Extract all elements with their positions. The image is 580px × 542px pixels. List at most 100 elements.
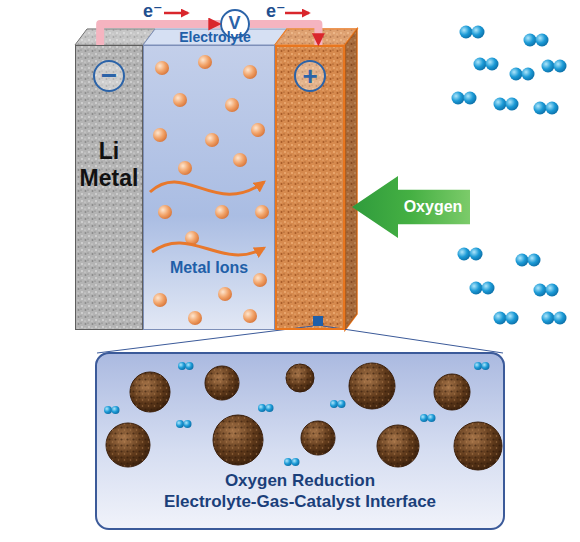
metal-ion xyxy=(251,123,265,137)
electron-label: e⁻ xyxy=(143,1,163,21)
oxygen-molecule xyxy=(494,98,519,111)
catalyst-texture xyxy=(377,425,419,467)
text-word: Oxygen xyxy=(225,471,287,490)
oxygen-molecule xyxy=(542,312,567,325)
catalyst-particle xyxy=(349,363,395,409)
metal-ion xyxy=(178,161,192,175)
oxygen-molecule xyxy=(330,400,346,408)
catalyst-texture xyxy=(286,364,314,392)
oxygen-molecule xyxy=(494,312,519,325)
metal-ion xyxy=(173,93,187,107)
oxygen-molecule xyxy=(524,34,549,47)
text-word: + xyxy=(302,61,317,91)
electrolyte-label: Electrolyte xyxy=(150,30,280,45)
oxygen-arrow: Oxygen xyxy=(352,176,470,238)
metal-ion xyxy=(188,311,202,325)
oxygen-molecule xyxy=(284,458,300,466)
electron-label: e⁻ xyxy=(266,1,286,21)
text-word: Reduction xyxy=(292,471,375,490)
oxygen-molecule xyxy=(420,414,436,422)
cathode-top xyxy=(275,29,357,45)
zoom-leader-line xyxy=(97,326,313,353)
interface-caption: Oxygen Reduction Electrolyte-Gas-Catalys… xyxy=(130,470,470,512)
catalyst-texture xyxy=(213,415,263,465)
catalyst-texture xyxy=(301,421,335,455)
text-word: Electrolyte xyxy=(179,29,251,45)
interface-zoom-box: Oxygen Reduction Electrolyte-Gas-Catalys… xyxy=(95,352,505,530)
cathode-side-shade xyxy=(345,29,357,330)
text-word: Interface xyxy=(365,492,436,511)
metal-ion xyxy=(255,205,269,219)
metal-ion xyxy=(155,61,169,75)
anode-top-shade xyxy=(75,29,155,45)
electrode-label: Li Metal xyxy=(76,138,142,192)
text-word: Electrolyte-Gas-Catalyst xyxy=(164,492,361,511)
electron-arrow xyxy=(164,12,188,15)
zoom-marker xyxy=(313,316,323,326)
text-word: Metal xyxy=(170,259,211,276)
positive-terminal: + xyxy=(294,60,326,92)
oxygen-molecule xyxy=(452,92,477,105)
catalyst-texture xyxy=(205,366,239,400)
electron-wire xyxy=(100,24,220,45)
oxygen-molecule xyxy=(534,284,559,297)
metal-ion xyxy=(225,98,239,112)
metal-ion xyxy=(158,205,172,219)
oxygen-molecule xyxy=(458,248,483,261)
text-word: Ions xyxy=(215,259,248,276)
oxygen-molecule xyxy=(542,60,567,73)
cathode-face xyxy=(275,45,345,330)
oxygen-molecule xyxy=(516,254,541,267)
oxygen-molecule xyxy=(474,58,499,71)
oxygen-molecule xyxy=(178,362,194,370)
text-word: − xyxy=(101,60,117,91)
oxygen-molecule xyxy=(470,282,495,295)
catalyst-particle xyxy=(213,415,263,465)
catalyst-particle xyxy=(434,374,470,410)
catalyst-particle xyxy=(286,364,314,392)
electrolyte-block: ElectrolyteMetal Ions xyxy=(143,45,275,330)
catalyst-particle xyxy=(205,366,239,400)
metal-ion xyxy=(215,205,229,219)
catalyst-particle xyxy=(301,421,335,455)
anode-face xyxy=(75,45,143,330)
metal-ion xyxy=(153,128,167,142)
oxygen-molecule xyxy=(176,420,192,428)
catalyst-texture xyxy=(454,422,502,470)
arrow-shape xyxy=(352,176,470,238)
metal-ion xyxy=(205,133,219,147)
oxygen-molecule xyxy=(474,362,490,370)
catalyst-texture xyxy=(130,372,170,412)
catalyst-particle xyxy=(454,422,502,470)
metal-ion xyxy=(253,273,267,287)
oxygen-molecule xyxy=(510,68,535,81)
ion-label: Metal Ions xyxy=(144,258,274,278)
ion-flow-arrow xyxy=(150,182,264,194)
catalyst-particle xyxy=(130,372,170,412)
catalyst-particle xyxy=(377,425,419,467)
metal-ion xyxy=(243,309,257,323)
oxygen-molecule xyxy=(104,406,120,414)
negative-terminal: − xyxy=(93,60,125,92)
metal-ion xyxy=(243,65,257,79)
text-word: Metal xyxy=(80,165,139,191)
metal-ion xyxy=(218,287,232,301)
oxygen-label: Oxygen xyxy=(396,190,470,224)
oxygen-molecule xyxy=(258,404,274,412)
metal-ion xyxy=(153,293,167,307)
electron-arrow xyxy=(285,12,309,15)
catalyst-texture xyxy=(106,423,150,467)
cathode-side xyxy=(345,29,357,330)
text-word: Li xyxy=(99,138,119,164)
text-word: Oxygen xyxy=(404,198,463,215)
electron-wire xyxy=(250,24,318,45)
oxygen-molecule xyxy=(534,102,559,115)
air-cathode: + xyxy=(275,45,345,330)
electrolyte-top xyxy=(143,29,287,45)
ion-flow-arrow xyxy=(152,243,264,255)
catalyst-texture xyxy=(434,374,470,410)
anode-top xyxy=(75,29,155,45)
